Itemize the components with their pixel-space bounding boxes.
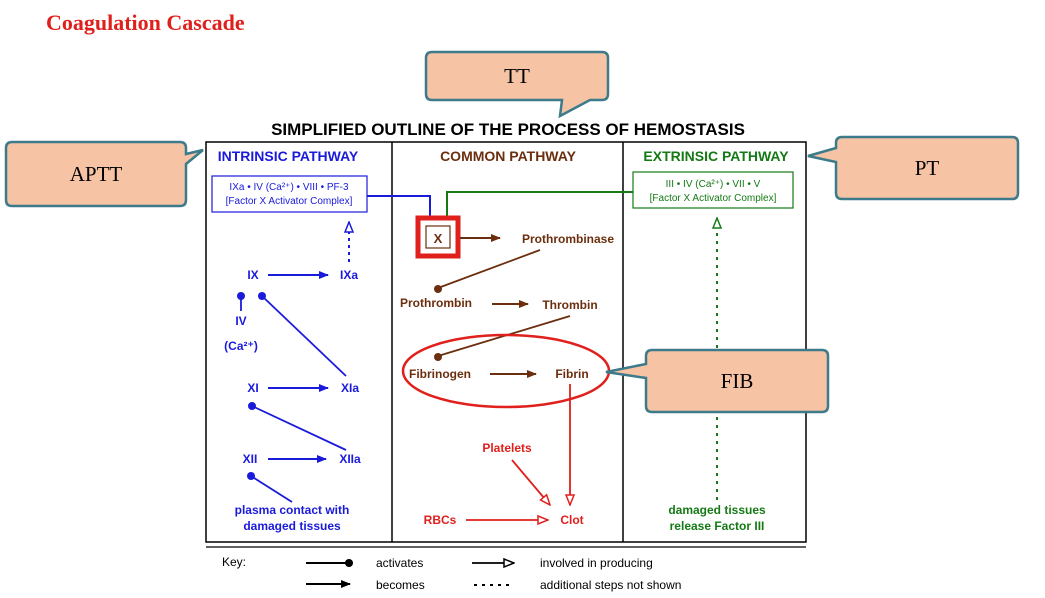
intrinsic-complex-line1: IXa • IV (Ca²⁺) • VIII • PF-3 [229, 182, 349, 193]
damaged-tissues-line1: damaged tissues [668, 503, 766, 517]
key-activates-label: activates [376, 556, 423, 570]
fib-callout: FIB [720, 368, 754, 393]
extrinsic-complex-line1: III • IV (Ca²⁺) • VII • V [666, 179, 761, 190]
thrombin-label: Thrombin [542, 298, 597, 312]
thrombin-activates-dot [434, 353, 442, 361]
extrinsic-header: EXTRINSIC PATHWAY [643, 148, 789, 164]
xia-label: XIa [341, 381, 359, 395]
prothrombinase-activates-line [437, 249, 541, 289]
intrinsic-complex-line2: [Factor X Activator Complex] [226, 196, 353, 207]
diagram-frame [205, 141, 807, 543]
page-title: Coagulation Cascade [46, 10, 245, 35]
fibrin-label: Fibrin [555, 367, 588, 381]
key-activates-dot [345, 559, 353, 567]
fibrinogen-label: Fibrinogen [409, 367, 471, 381]
prothrombinase-label: Prothrombinase [522, 232, 614, 246]
platelets-to-clot-arrow [511, 459, 550, 505]
plasma-contact-line1: plasma contact with [235, 503, 350, 517]
ix-label: IX [247, 268, 258, 282]
extrinsic-complex-box [632, 171, 794, 209]
key-additional-label: additional steps not shown [540, 578, 681, 592]
aptt-callout-shape [4, 140, 204, 208]
key-label: Key: [222, 555, 246, 569]
intrinsic-to-x-line [367, 195, 431, 222]
xi-label: XI [247, 381, 258, 395]
aptt-callout: APTT [69, 161, 123, 186]
platelets-label: Platelets [482, 441, 532, 455]
rbcs-label: RBCs [424, 513, 457, 527]
intrinsic-complex-box [211, 175, 368, 213]
calcium-label: (Ca²⁺) [224, 339, 258, 353]
contact-activates-line [250, 475, 293, 503]
diagram-title: SIMPLIFIED OUTLINE OF THE PROCESS OF HEM… [271, 120, 745, 139]
intrinsic-header: INTRINSIC PATHWAY [218, 148, 359, 164]
common-header: COMMON PATHWAY [440, 148, 577, 164]
plasma-contact-line2: damaged tissues [243, 519, 341, 533]
xii-label: XII [243, 452, 258, 466]
prothrombin-label: Prothrombin [400, 296, 472, 310]
extrinsic-complex-line2: [Factor X Activator Complex] [650, 193, 777, 204]
xiia-label: XIIa [339, 452, 361, 466]
factor-x-label: X [434, 231, 443, 246]
tt-callout-shape [424, 50, 610, 119]
xiia-activates-line [251, 405, 347, 451]
clot-label: Clot [560, 513, 583, 527]
pt-callout-shape [807, 135, 1020, 201]
damaged-tissues-line2: release Factor III [670, 519, 765, 533]
fib-callout-shape [605, 348, 830, 414]
key-becomes-label: becomes [376, 578, 425, 592]
key-involved-label: involved in producing [540, 556, 653, 570]
iv-label: IV [235, 314, 246, 328]
pt-callout: PT [914, 155, 940, 180]
tt-callout: TT [504, 63, 530, 88]
ixa-label: IXa [340, 268, 358, 282]
prothrombinase-activates-dot [434, 285, 442, 293]
xia-activates-line [261, 295, 347, 377]
extrinsic-to-x-line [446, 191, 633, 222]
